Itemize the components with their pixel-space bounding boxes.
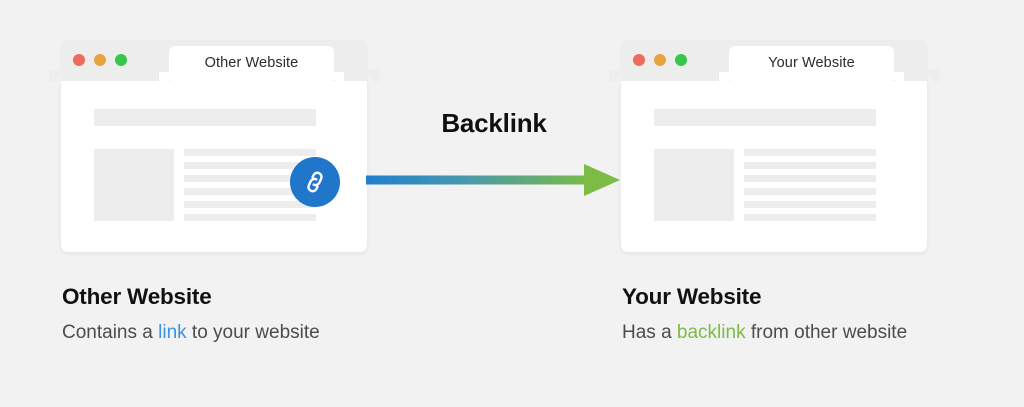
caption-your-website: Your Website Has a backlink from other w…: [622, 284, 1024, 342]
traffic-lights: [73, 54, 127, 66]
caption-title: Other Website: [62, 284, 212, 309]
traffic-light-minimize-icon[interactable]: [94, 54, 106, 66]
backlink-connector: Backlink: [366, 108, 622, 200]
arrow-right-icon: [366, 164, 620, 196]
traffic-light-maximize-icon[interactable]: [115, 54, 127, 66]
link-badge[interactable]: [290, 157, 340, 207]
placeholder-text-line: [184, 201, 316, 208]
placeholder-text-lines: [744, 149, 876, 221]
caption-highlight-backlink[interactable]: backlink: [676, 321, 746, 343]
caption-text-before: Has a: [622, 321, 677, 343]
placeholder-text-line: [744, 188, 876, 195]
traffic-light-maximize-icon[interactable]: [675, 54, 687, 66]
caption-text-before: Contains a: [62, 321, 159, 343]
tab-shoulder-left: [609, 70, 621, 82]
browser-chrome-bar: Other Website: [49, 40, 379, 82]
browser-window-your-website: Your Website: [609, 40, 939, 252]
browser-tab-other-website[interactable]: Other Website: [159, 46, 344, 82]
caption-highlight-link[interactable]: link: [158, 321, 187, 343]
browser-window-other-website: Other Website: [49, 40, 379, 252]
browser-viewport: [621, 81, 927, 252]
browser-tab-label: Your Website: [768, 55, 855, 71]
placeholder-text-line: [184, 214, 316, 221]
browser-tab-your-website[interactable]: Your Website: [719, 46, 904, 82]
tab-shoulder-right: [927, 70, 939, 82]
traffic-light-minimize-icon[interactable]: [654, 54, 666, 66]
caption-other-website: Other Website Contains a link to your we…: [62, 284, 482, 342]
placeholder-text-line: [744, 149, 876, 156]
caption-text-after: from other website: [745, 321, 908, 343]
connector-label: Backlink: [441, 108, 547, 138]
placeholder-text-line: [744, 214, 876, 221]
browser-chrome-bar: Your Website: [609, 40, 939, 82]
tab-shoulder-right: [367, 70, 379, 82]
traffic-light-close-icon[interactable]: [633, 54, 645, 66]
browser-viewport: [61, 81, 367, 252]
traffic-light-close-icon[interactable]: [73, 54, 85, 66]
caption-text: Has a backlink from other website: [622, 323, 1024, 342]
link-icon: [307, 171, 323, 193]
placeholder-hero-bar: [94, 109, 316, 126]
traffic-lights: [633, 54, 687, 66]
placeholder-image-block: [654, 149, 734, 221]
placeholder-text-line: [184, 188, 316, 195]
browser-tab-label: Other Website: [204, 55, 299, 71]
placeholder-text-line: [744, 175, 876, 182]
placeholder-text-line: [744, 162, 876, 169]
placeholder-text-lines: [184, 149, 316, 221]
placeholder-text-line: [184, 175, 316, 182]
caption-text: Contains a link to your website: [62, 323, 482, 342]
placeholder-image-block: [94, 149, 174, 221]
tab-shoulder-left: [49, 70, 61, 82]
placeholder-text-line: [184, 149, 316, 156]
placeholder-hero-bar: [654, 109, 876, 126]
placeholder-text-line: [184, 162, 316, 169]
placeholder-text-line: [744, 201, 876, 208]
caption-title: Your Website: [622, 284, 762, 309]
caption-text-after: to your website: [186, 321, 320, 343]
